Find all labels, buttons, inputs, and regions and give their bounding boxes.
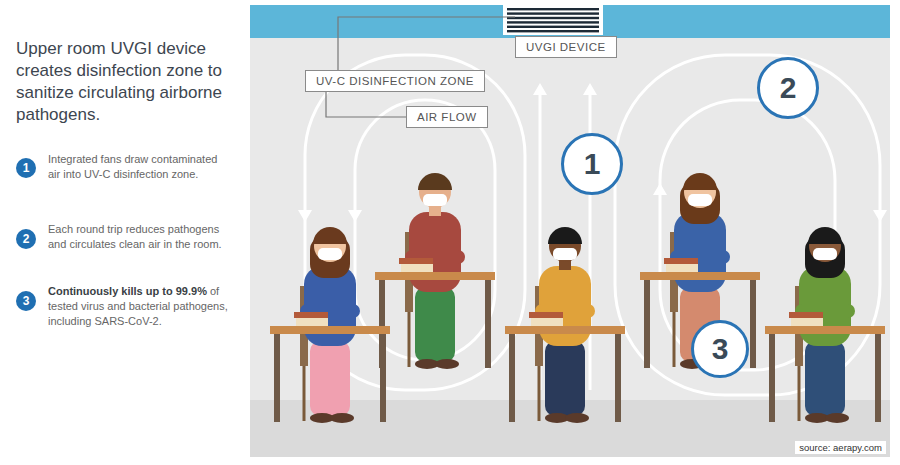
step-description: Each round trip reduces pathogens and ci… [48, 222, 226, 252]
mask [553, 248, 577, 260]
node-text: 3 [712, 332, 729, 366]
desk-leg [380, 334, 386, 422]
book [791, 318, 823, 326]
source-note: source: aerapy.com [795, 441, 886, 454]
desk-top [505, 326, 625, 334]
book [529, 312, 563, 318]
hair [808, 227, 842, 244]
book [664, 258, 698, 264]
shoe [330, 413, 354, 423]
book [531, 318, 563, 326]
mask [688, 194, 712, 206]
node-text: UV-C DISINFECTION ZONE [316, 75, 474, 87]
desk-leg [485, 280, 491, 368]
desk-top [375, 272, 495, 280]
step-number: 3 [16, 291, 36, 311]
legs [805, 341, 845, 416]
callout-number: 1 [561, 133, 623, 195]
legs [310, 341, 350, 416]
vent-slat [507, 26, 599, 28]
desk-top [640, 272, 760, 280]
book [789, 312, 823, 318]
node-text: 1 [584, 147, 601, 181]
part-label-box: UVGI DEVICE [515, 36, 617, 58]
book [294, 312, 328, 318]
shoe [565, 413, 589, 423]
chair-leg [538, 366, 541, 421]
ceiling-band [250, 5, 890, 38]
mask [813, 248, 837, 260]
part-label-box: AIR FLOW [406, 106, 488, 128]
desk-leg [875, 334, 881, 422]
node-text: 1 [23, 161, 30, 175]
airflow-loops [305, 55, 880, 395]
vent-slat [507, 30, 599, 32]
book [401, 264, 433, 272]
callout-number: 2 [757, 57, 819, 119]
title: Upper room UVGI device creates disinfect… [16, 38, 238, 126]
chair-leg [798, 366, 801, 421]
book [296, 318, 328, 326]
hair [418, 173, 452, 190]
shoe [825, 413, 849, 423]
book [399, 258, 433, 264]
step-description: Integrated fans draw contaminated air in… [48, 152, 220, 182]
desk-leg [615, 334, 621, 422]
desk-leg [509, 334, 515, 422]
vent-housing [503, 5, 603, 35]
book [666, 264, 698, 272]
hair [313, 227, 347, 244]
emphasis-text: Continuously kills up to 99.9% [48, 285, 207, 297]
node-text: 2 [23, 232, 30, 246]
hair [683, 173, 717, 190]
uvgi-vent [503, 5, 603, 35]
desk-leg [274, 334, 280, 422]
mask [423, 194, 447, 206]
chair-leg [673, 312, 676, 367]
node-text: UVGI DEVICE [526, 41, 606, 53]
vent-slat [507, 12, 599, 14]
hair [548, 227, 582, 244]
wall [250, 5, 890, 457]
chair-leg [303, 366, 306, 421]
step-number: 1 [16, 158, 36, 178]
callout-number: 3 [691, 320, 749, 378]
desk-leg [750, 280, 756, 368]
part-label-box: UV-C DISINFECTION ZONE [305, 70, 485, 92]
node-text: AIR FLOW [417, 111, 477, 123]
step-description: Continuously kills up to 99.9% of tested… [48, 284, 228, 329]
node-text: 2 [780, 71, 797, 105]
desk-top [765, 326, 885, 334]
vent-slat [507, 21, 599, 23]
desk-leg [644, 280, 650, 368]
step-number: 2 [16, 229, 36, 249]
mask [318, 248, 342, 260]
desk-leg [769, 334, 775, 422]
students [270, 173, 885, 423]
desk-top [270, 326, 390, 334]
vent-slat [507, 8, 599, 10]
vent-slat [507, 17, 599, 19]
node-text: 3 [23, 294, 30, 308]
legs [415, 287, 455, 362]
chair-leg [408, 312, 411, 367]
shoe [435, 359, 459, 369]
legs [545, 341, 585, 416]
